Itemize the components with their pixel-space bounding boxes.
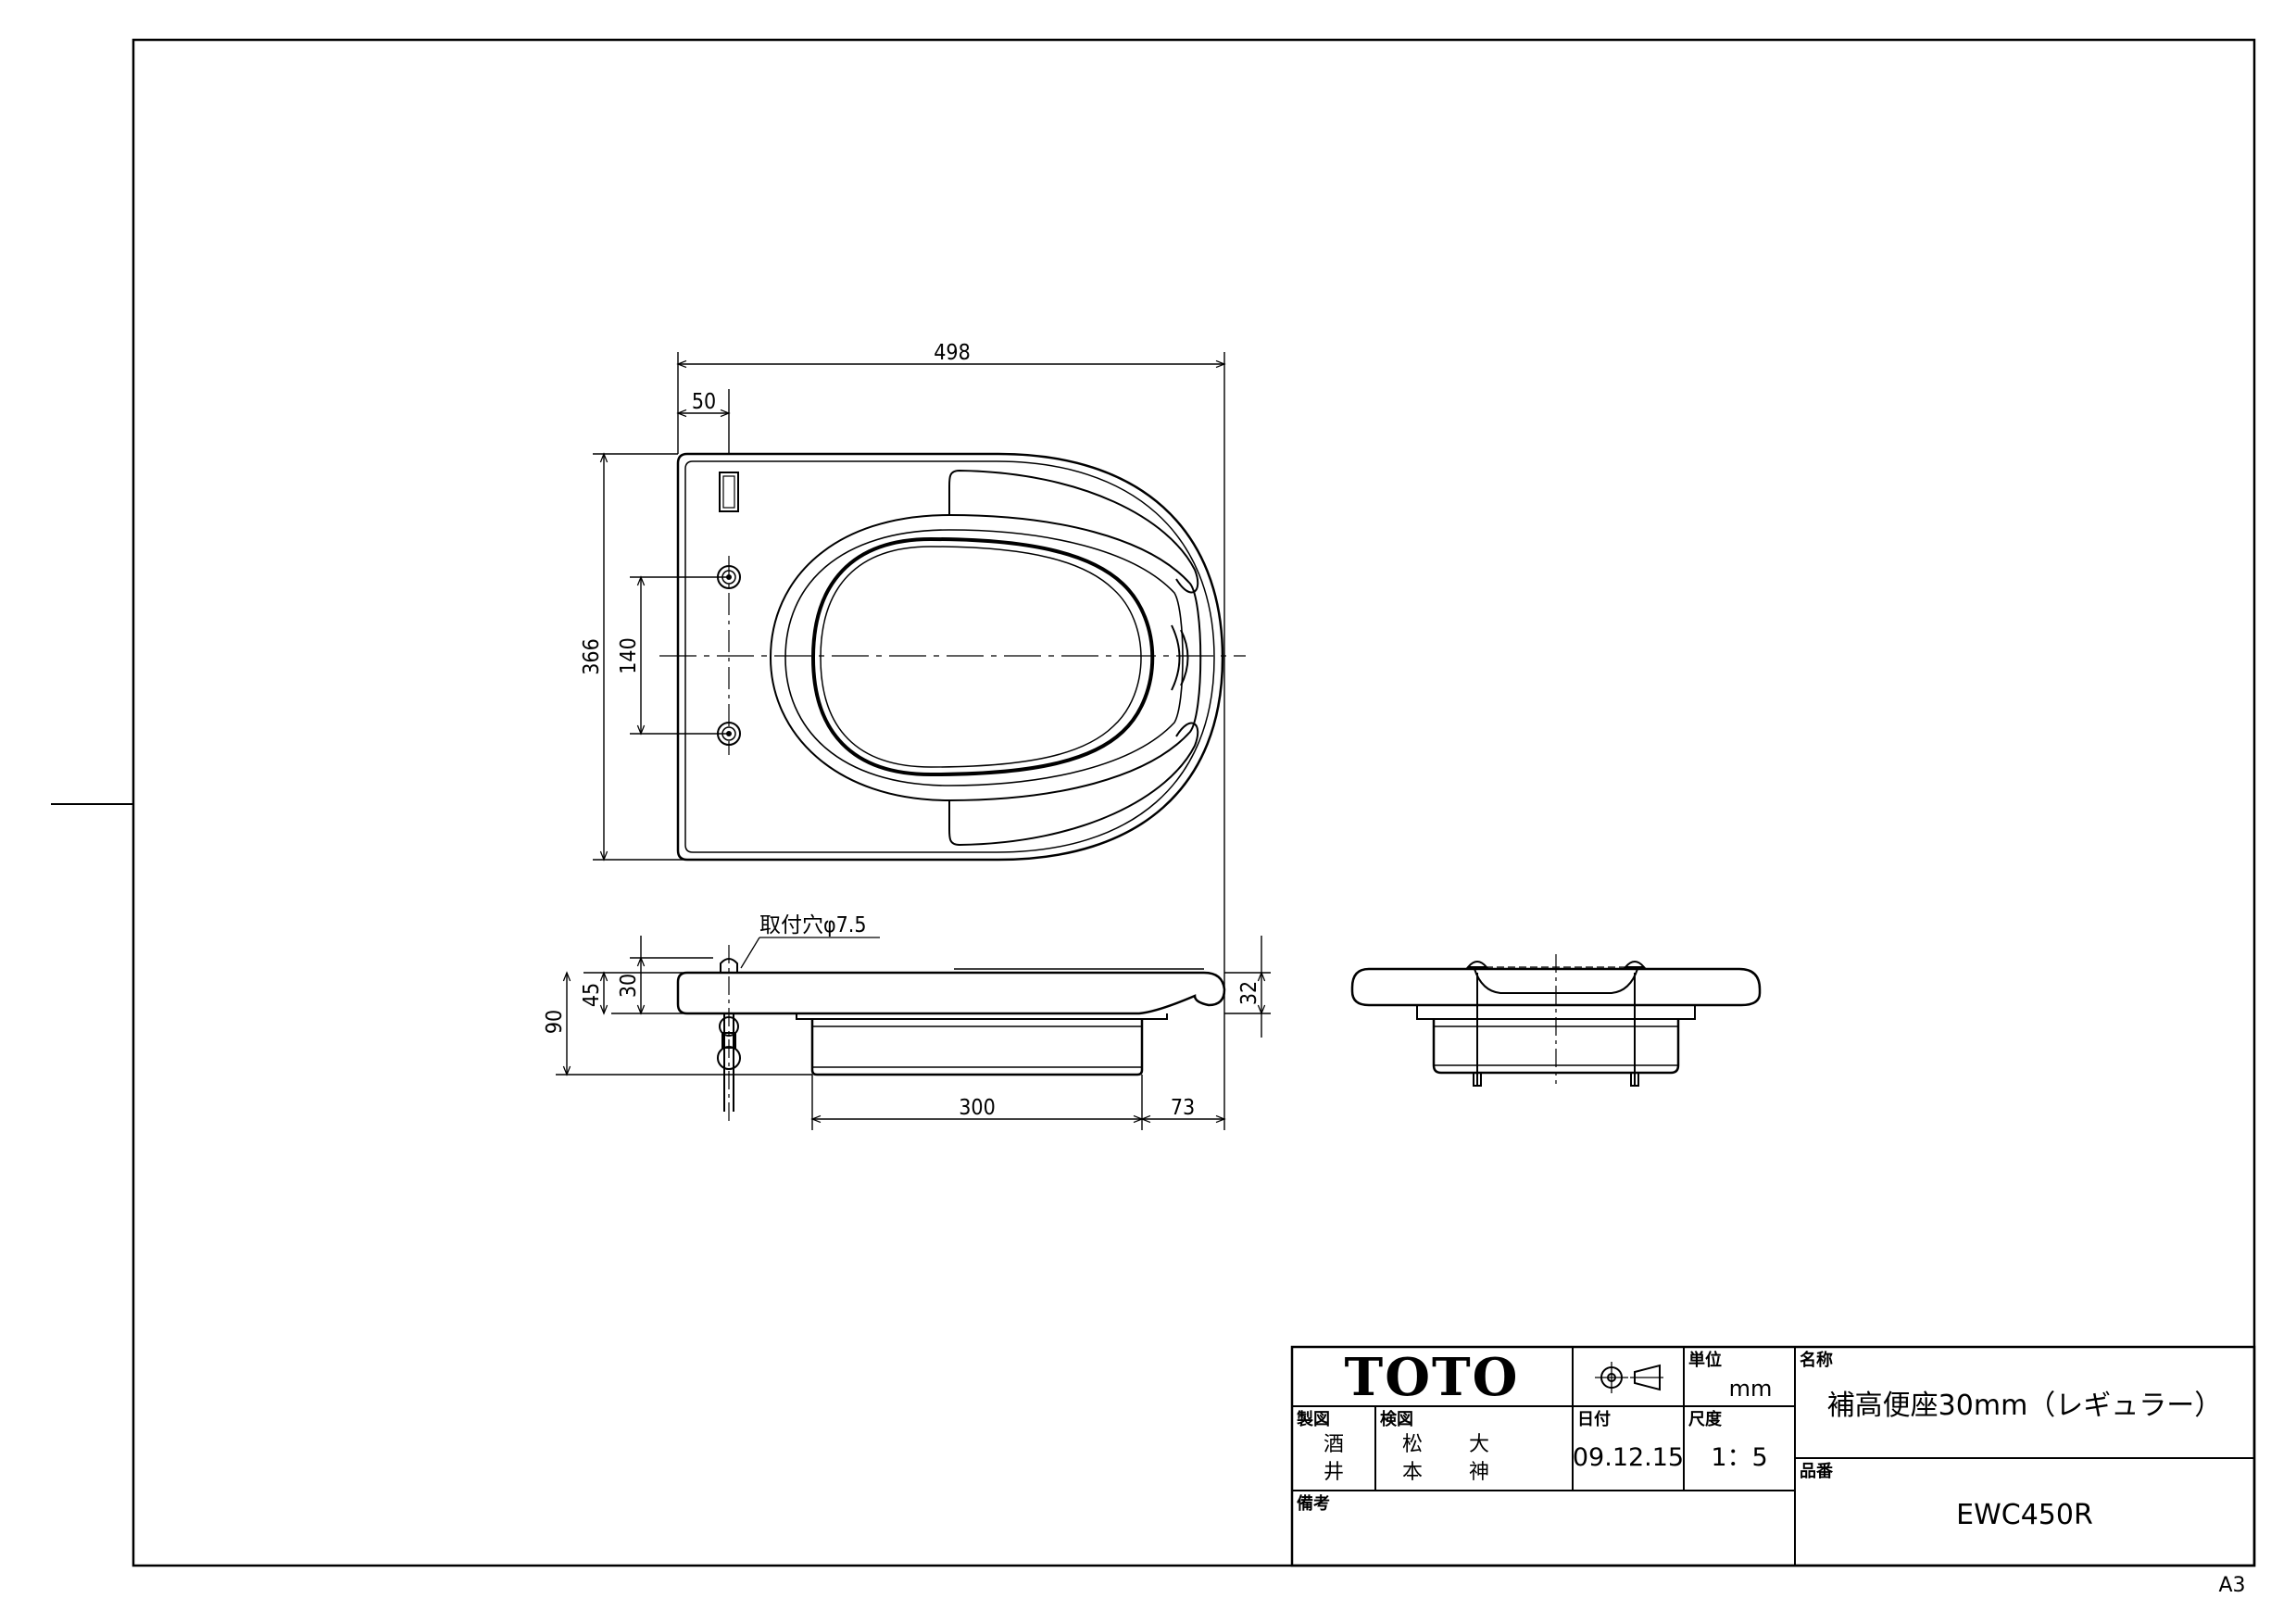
top-view bbox=[659, 452, 1246, 862]
opening-mid-ring bbox=[784, 529, 1184, 786]
remarks-label: 備考 bbox=[1297, 1493, 1330, 1514]
dim-73: 73 bbox=[1171, 1096, 1195, 1120]
dim-30: 30 bbox=[617, 974, 641, 998]
dim-300: 300 bbox=[959, 1096, 996, 1120]
checked-name-2a: 本 bbox=[1402, 1461, 1423, 1484]
brand-logo: TOTO bbox=[1345, 1347, 1520, 1408]
side-view-dimensions bbox=[556, 936, 1271, 1130]
side-view bbox=[676, 937, 1226, 1121]
front-grip-slot bbox=[1171, 624, 1189, 691]
checked-name-2b: 神 bbox=[1469, 1461, 1489, 1484]
date-label: 日付 bbox=[1577, 1409, 1611, 1429]
checked-name-1a: 松 bbox=[1402, 1433, 1423, 1456]
part-label: 品番 bbox=[1800, 1462, 1834, 1481]
dim-498: 498 bbox=[934, 341, 971, 365]
front-bolt-left bbox=[1465, 961, 1489, 1087]
hole-leader bbox=[740, 937, 760, 969]
name-value: 補高便座30mm（レギュラー） bbox=[1827, 1390, 2223, 1422]
seat-opening bbox=[810, 536, 1155, 777]
dim-32: 32 bbox=[1237, 981, 1261, 1005]
part-value: EWC450R bbox=[1956, 1499, 2093, 1531]
checked-name-1b: 大 bbox=[1469, 1433, 1489, 1456]
front-bolt-right bbox=[1623, 961, 1647, 1087]
logo-plate-inner bbox=[722, 475, 735, 509]
unit-label: 単位 bbox=[1688, 1350, 1722, 1370]
sheet-border bbox=[132, 38, 2256, 1567]
projection-symbol-icon bbox=[1595, 1362, 1663, 1393]
unit-value: mm bbox=[1729, 1376, 1773, 1402]
front-seat-body bbox=[1350, 967, 1762, 1007]
scale-label: 尺度 bbox=[1688, 1409, 1723, 1429]
seat-outline-inner bbox=[684, 460, 1215, 853]
dim-366: 366 bbox=[580, 638, 604, 675]
name-label: 名称 bbox=[1800, 1350, 1833, 1370]
sheet-size: A3 bbox=[2218, 1574, 2245, 1597]
drawn-label: 製図 bbox=[1296, 1410, 1330, 1429]
dim-45: 45 bbox=[580, 983, 604, 1007]
drawn-name-1: 酒 bbox=[1324, 1433, 1344, 1456]
date-value: 09.12.15 bbox=[1573, 1443, 1684, 1472]
hole-note: 取付穴φ7.5 bbox=[759, 913, 867, 937]
dim-50: 50 bbox=[692, 390, 716, 414]
side-seat-body bbox=[676, 971, 1226, 1015]
logo-plate bbox=[719, 472, 739, 512]
side-lower-flange bbox=[796, 1013, 1168, 1020]
top-view-dimensions bbox=[593, 352, 1226, 1130]
drawn-name-2: 井 bbox=[1324, 1461, 1344, 1484]
front-view bbox=[1350, 954, 1762, 1087]
scale-value: 1：5 bbox=[1711, 1443, 1767, 1472]
dim-140: 140 bbox=[617, 637, 641, 674]
title-block bbox=[1290, 1345, 2256, 1567]
dim-90: 90 bbox=[543, 1010, 567, 1034]
seat-opening-inner bbox=[820, 546, 1142, 768]
opening-outer-ring bbox=[769, 513, 1202, 802]
checked-label: 検図 bbox=[1380, 1409, 1413, 1429]
seat-outline bbox=[676, 452, 1224, 862]
side-spigot bbox=[810, 1019, 1144, 1076]
